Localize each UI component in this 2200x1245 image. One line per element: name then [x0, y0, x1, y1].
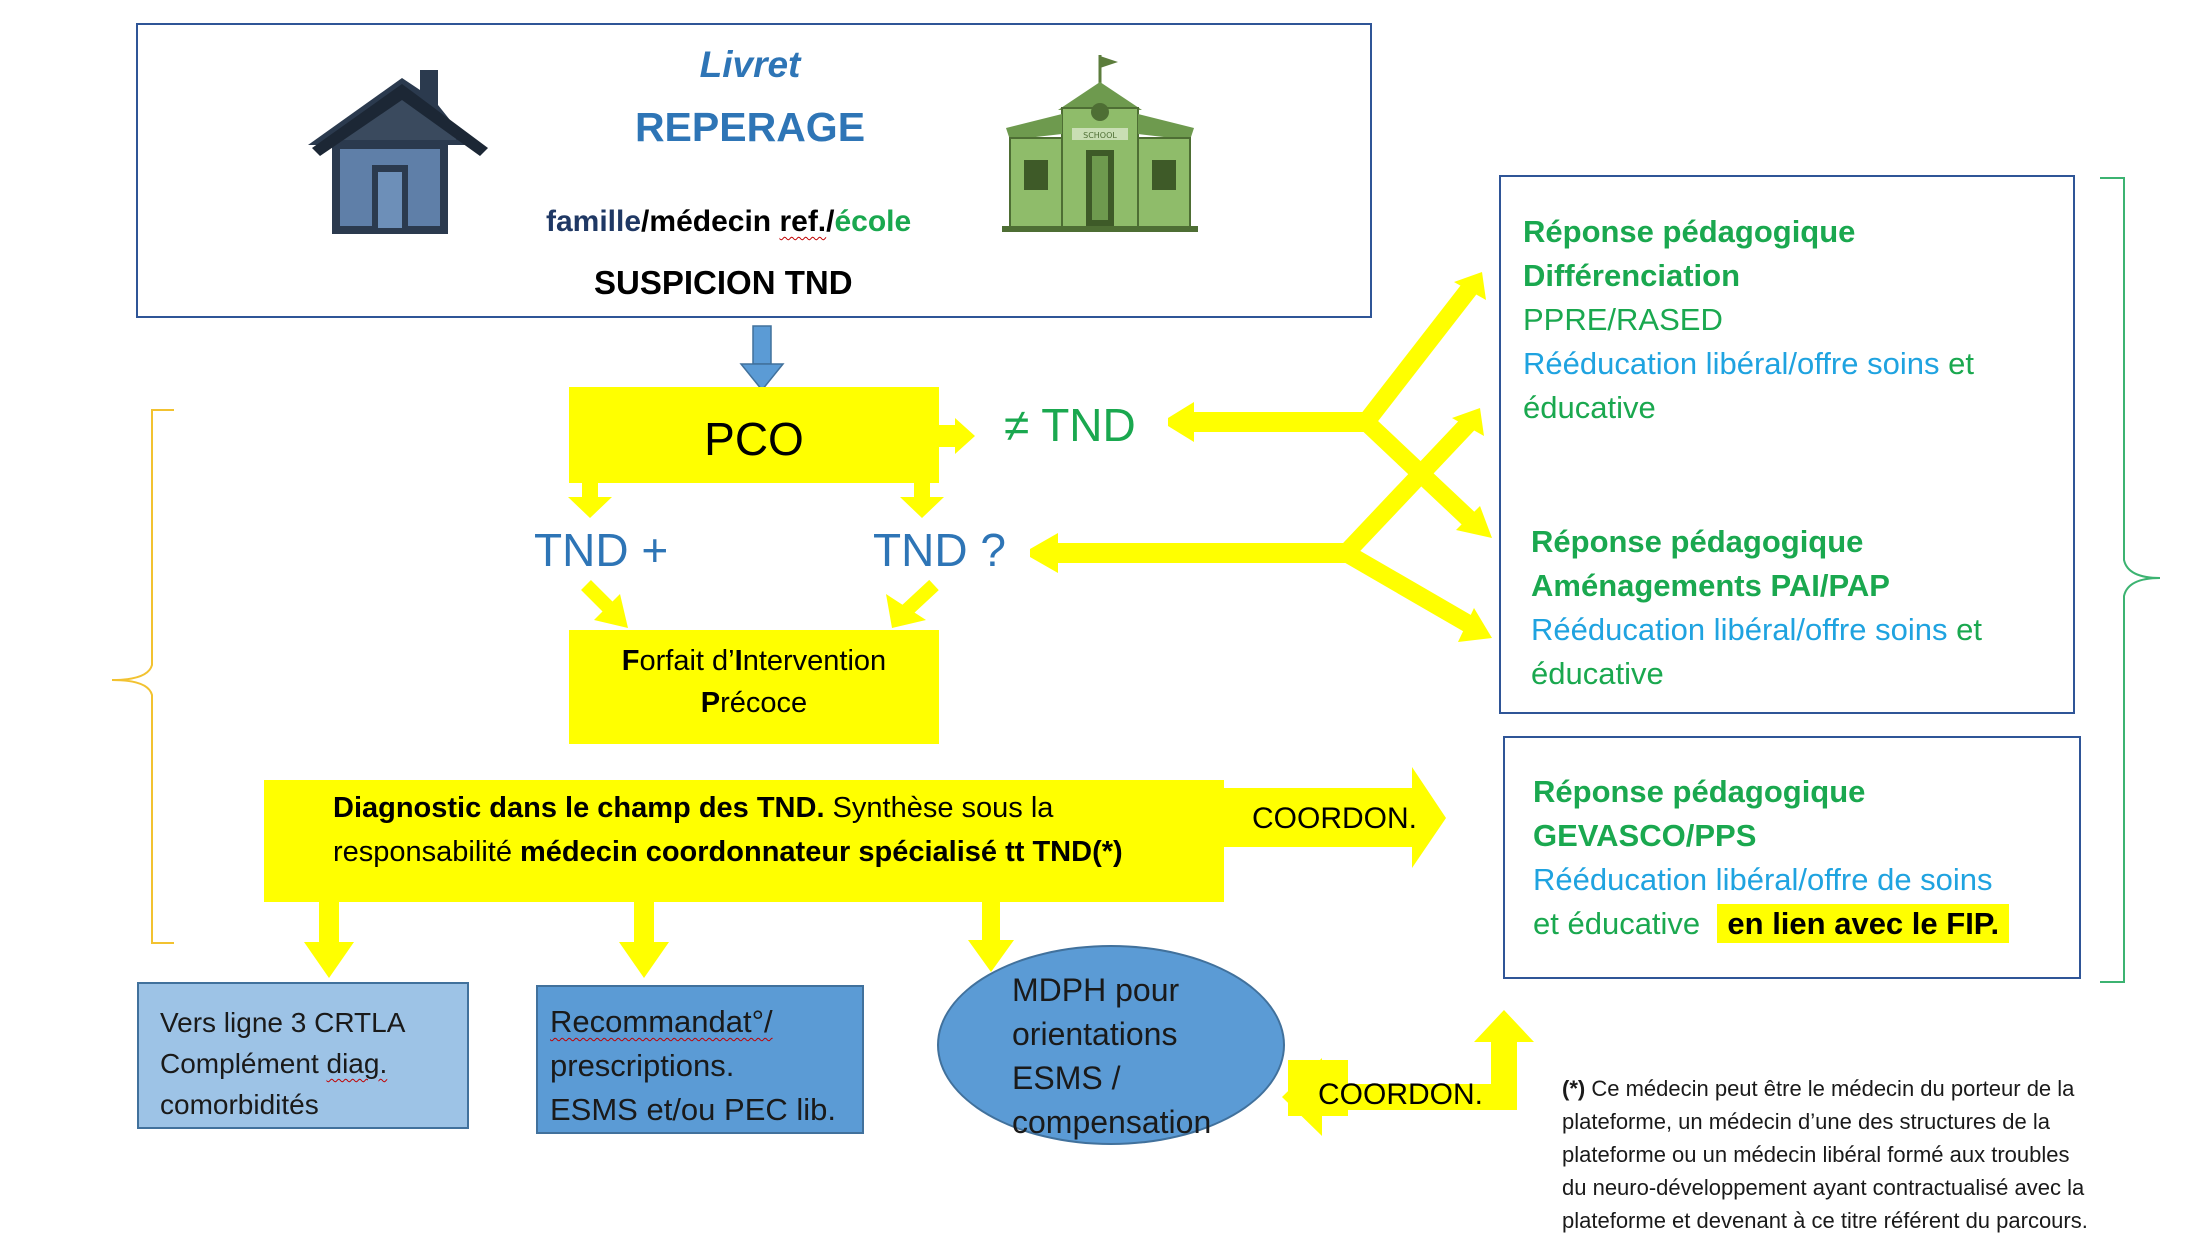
actor-ecole: école	[834, 205, 912, 238]
actors-line: famille/médecin ref./école	[546, 205, 911, 239]
reponse-3-highlight: en lien avec le FIP.	[1717, 904, 2010, 943]
diagnostic-bold: Diagnostic dans le champ des TND.	[333, 792, 825, 824]
recommandat-text: Recommandat°/ prescriptions. ESMS et/ou …	[550, 1000, 836, 1132]
footnote-line: plateforme ou un médecin libéral formé a…	[1562, 1142, 2070, 1167]
crtla-line: Vers ligne 3 CRTLA	[160, 1007, 406, 1038]
arrow-coordon-right	[1222, 767, 1446, 868]
reponse-2-subtitle: Aménagements PAI/PAP	[1531, 568, 1890, 603]
fip-text: orfait d’	[639, 645, 735, 677]
fip-text: ntervention	[742, 645, 887, 677]
recommandat-box	[536, 985, 864, 1134]
fork-arrow-bottom	[1030, 408, 1492, 642]
reponse-box-1-2	[1499, 175, 2075, 714]
reponse-3-title: Réponse pédagogique	[1533, 774, 1866, 809]
fip-label: Forfait d’Intervention Précoce	[569, 640, 939, 724]
pco-label: PCO	[704, 413, 804, 465]
arrow-diag-crtla	[304, 902, 354, 978]
arrow-tndq-to-fip	[886, 579, 939, 628]
not-tnd-label: ≠ TND	[1004, 399, 1136, 451]
reponse-3: Réponse pédagogique GEVASCO/PPS Rééducat…	[1533, 770, 2010, 946]
fip-text: récoce	[720, 687, 808, 719]
diagnostic-bold: médecin coordonnateur spécialisé tt TND(…	[520, 836, 1123, 868]
footnote: (*) Ce médecin peut être le médecin du p…	[1562, 1072, 2088, 1237]
diagnostic-normal: responsabilité	[333, 836, 520, 868]
suspicion-tnd: SUSPICION TND	[594, 264, 853, 301]
mdph-ellipse	[937, 945, 1285, 1145]
footnote-line: du neuro-développement ayant contractual…	[1562, 1175, 2085, 1200]
tnd-question-label: TND ?	[873, 524, 1006, 576]
reponse-1-line: Rééducation libéral/offre soins	[1523, 346, 1940, 381]
diagnostic-normal: Synthèse sous la	[824, 792, 1054, 824]
reponse-1-line: éducative	[1523, 390, 1656, 425]
fip-letter-p: P	[700, 687, 721, 719]
arrow-tndplus-to-fip	[581, 580, 628, 628]
house-icon	[308, 70, 488, 234]
reponse-box-3	[1503, 736, 2081, 979]
arrow-pco-down-left	[568, 483, 612, 518]
mdph-line: compensation	[1012, 1104, 1212, 1140]
crtla-line: diag.	[326, 1048, 388, 1079]
reponse-1-subtitle: Différenciation	[1523, 258, 1741, 293]
fip-letter-f: F	[621, 645, 640, 677]
school-icon: SCHOOL	[1002, 55, 1198, 232]
arrow-diag-recommandat	[619, 902, 669, 978]
coordon-right-label: COORDON.	[1252, 802, 1417, 835]
reponse-3-line: et éducative	[1533, 906, 1701, 941]
arrow-pco-down-right	[900, 483, 944, 518]
recommandat-line: ESMS et/ou PEC lib.	[550, 1092, 837, 1127]
crtla-line: comorbidités	[160, 1089, 319, 1120]
reponse-2-title: Réponse pédagogique	[1531, 524, 1864, 559]
tnd-plus-label: TND +	[534, 524, 669, 576]
recommandat-line: Recommandat°/	[550, 1004, 773, 1039]
crtla-text: Vers ligne 3 CRTLA Complément diag. como…	[160, 1002, 405, 1125]
mdph-line: ESMS /	[1012, 1060, 1121, 1096]
reponse-1-title: Réponse pédagogique	[1523, 214, 1856, 249]
arrow-pco-right	[938, 418, 975, 454]
footnote-line: plateforme et devenant à ce titre référe…	[1562, 1208, 2088, 1233]
mdph-line: orientations	[1012, 1016, 1178, 1052]
mdph-line: MDPH pour	[1012, 972, 1180, 1008]
actor-slash: /	[826, 205, 835, 238]
reponse-2-line: Rééducation libéral/offre soins	[1531, 612, 1948, 647]
coordon-bottom-label: COORDON.	[1318, 1078, 1483, 1111]
arrow-coordon-bottom	[1282, 1010, 1534, 1136]
actor-medecin: médecin	[649, 205, 772, 238]
reponse-1: Réponse pédagogique Différenciation PPRE…	[1523, 210, 1974, 430]
footnote-line: Ce médecin peut être le médecin du porte…	[1585, 1076, 2075, 1101]
fip-letter-i: I	[734, 645, 743, 677]
reponse-1-line: et	[1939, 346, 1974, 381]
arrow-diag-mdph	[968, 902, 1014, 972]
fip-box	[569, 630, 939, 744]
reperage-title: REPERAGE	[634, 104, 866, 150]
reponse-2-line: et	[1947, 612, 1982, 647]
crtla-line: Complément	[160, 1048, 327, 1079]
crtla-box	[137, 982, 469, 1129]
livret-reperage-box	[136, 23, 1372, 318]
reponse-2: Réponse pédagogique Aménagements PAI/PAP…	[1531, 520, 1982, 696]
diagnostic-text: Diagnostic dans le champ des TND. Synthè…	[333, 786, 1123, 874]
actor-ref: ref.	[779, 205, 827, 238]
reponse-2-line: éducative	[1531, 656, 1664, 691]
footnote-star: (*)	[1562, 1076, 1586, 1101]
actor-famille: famille	[546, 205, 642, 238]
livret-title: Livret	[699, 44, 801, 85]
footnote-line: plateforme, un médecin d’une des structu…	[1562, 1109, 2050, 1134]
arrow-down-blue	[739, 325, 785, 392]
mdph-text: MDPH pour orientations ESMS / compensati…	[1012, 968, 1211, 1144]
actor-slash: /	[641, 205, 650, 238]
school-sign: SCHOOL	[1083, 131, 1117, 140]
right-brace	[2100, 177, 2161, 983]
recommandat-line: prescriptions.	[550, 1048, 735, 1083]
left-brace	[111, 409, 174, 944]
reponse-1-line: PPRE/RASED	[1523, 302, 1723, 337]
reponse-3-line: Rééducation libéral/offre de soins	[1533, 862, 1993, 897]
diagnostic-box	[264, 780, 1224, 902]
reponse-3-subtitle: GEVASCO/PPS	[1533, 818, 1757, 853]
pco-box	[569, 387, 939, 483]
